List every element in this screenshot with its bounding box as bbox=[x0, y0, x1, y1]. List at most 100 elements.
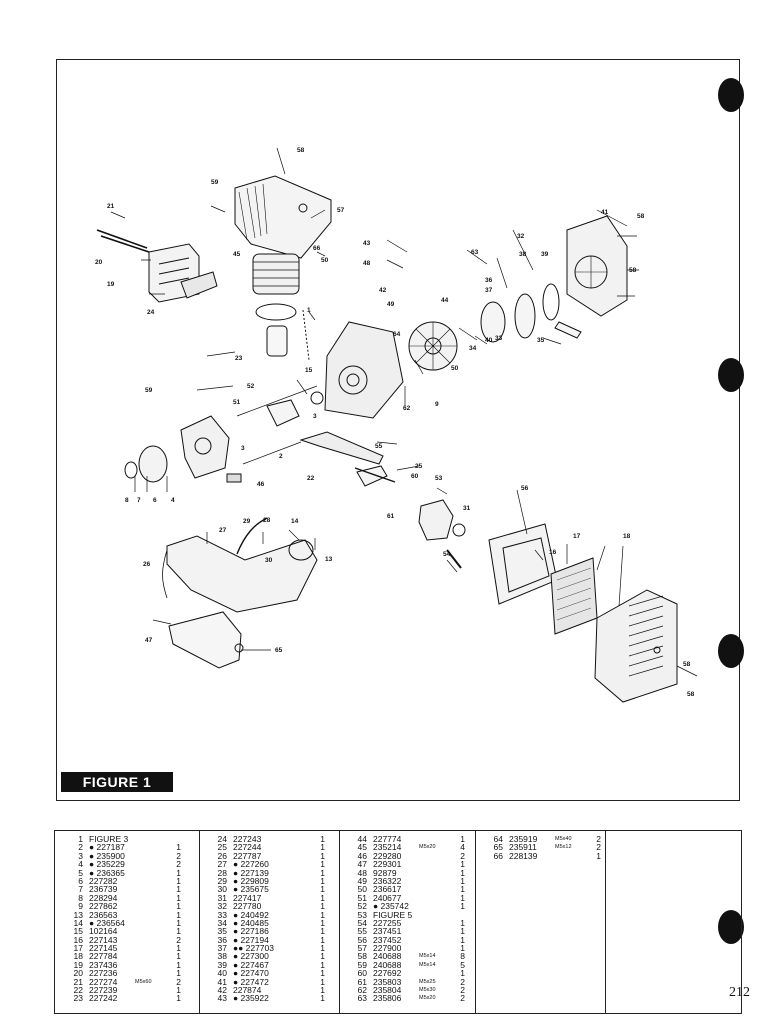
ref-number: 21 bbox=[73, 976, 83, 987]
quantity: 1 bbox=[320, 884, 325, 895]
ref-number: 19 bbox=[73, 959, 83, 970]
part-number: 227784 bbox=[89, 951, 118, 962]
starter-housing-part bbox=[480, 215, 628, 343]
part-number: 235919 bbox=[509, 834, 538, 844]
ref-number: 20 bbox=[73, 968, 83, 979]
ref-number: 35 bbox=[217, 926, 227, 937]
quantity: 1 bbox=[320, 850, 325, 861]
ref-number: 14 bbox=[73, 917, 83, 928]
muffler-part bbox=[594, 589, 678, 703]
callout-number: 56 bbox=[521, 485, 529, 492]
ref-number: 43 bbox=[217, 993, 227, 1004]
ref-number: 63 bbox=[357, 993, 367, 1004]
ref-number: 41 bbox=[217, 976, 227, 987]
callout-number: 26 bbox=[143, 561, 151, 568]
quantity: 1 bbox=[176, 959, 181, 970]
ref-number: 55 bbox=[357, 926, 367, 937]
ref-number: 1 bbox=[78, 834, 83, 844]
quantity: 8 bbox=[460, 951, 465, 962]
callout-number: 15 bbox=[305, 367, 313, 374]
part-number: 236322 bbox=[373, 875, 402, 886]
size-spec: M5x14 bbox=[419, 961, 436, 968]
quantity: 1 bbox=[320, 985, 325, 996]
callout-number: 19 bbox=[107, 281, 115, 288]
quantity: 1 bbox=[460, 968, 465, 979]
flywheel-part bbox=[408, 321, 458, 371]
ref-number: 58 bbox=[357, 951, 367, 962]
column-separator bbox=[605, 831, 606, 1013]
part-number: 227780 bbox=[233, 901, 262, 912]
part-number: ● 227472 bbox=[233, 976, 269, 987]
part-number: 227244 bbox=[233, 842, 262, 853]
part-number: 240677 bbox=[373, 892, 402, 903]
callout-number: 37 bbox=[485, 287, 493, 294]
ref-number: 8 bbox=[78, 892, 83, 903]
quantity: 2 bbox=[176, 934, 181, 945]
part-number: 227242 bbox=[89, 993, 118, 1004]
filter-cover-part bbox=[96, 229, 218, 303]
quantity: 1 bbox=[320, 867, 325, 878]
quantity: 5 bbox=[460, 959, 465, 970]
part-number: FIGURE 5 bbox=[373, 909, 413, 920]
size-spec: M5x40 bbox=[555, 836, 572, 842]
ref-number: 49 bbox=[357, 875, 367, 886]
quantity: 1 bbox=[460, 859, 465, 870]
callout-number: 35 bbox=[537, 337, 545, 344]
quantity: 1 bbox=[320, 951, 325, 962]
quantity: 1 bbox=[460, 926, 465, 937]
callout-number: 50 bbox=[321, 257, 329, 264]
size-spec: M5x20 bbox=[419, 844, 436, 851]
quantity: 1 bbox=[460, 884, 465, 895]
binder-hole bbox=[718, 910, 744, 944]
callout-number: 54 bbox=[443, 551, 451, 558]
part-number: ● 240485 bbox=[233, 917, 269, 928]
ref-number: 15 bbox=[73, 926, 83, 937]
quantity: 1 bbox=[460, 901, 465, 912]
binder-hole bbox=[718, 358, 744, 392]
ref-number: 25 bbox=[217, 842, 227, 853]
callout-number: 14 bbox=[291, 518, 299, 525]
ref-number: 36 bbox=[217, 934, 227, 945]
callout-number: 38 bbox=[519, 251, 527, 258]
quantity: 2 bbox=[176, 976, 181, 987]
part-number: 227255 bbox=[373, 917, 402, 928]
part-number: ● 227467 bbox=[233, 959, 269, 970]
callout-number: 51 bbox=[233, 399, 241, 406]
quantity: 1 bbox=[176, 993, 181, 1004]
callout-number: 53 bbox=[435, 475, 443, 482]
column-separator bbox=[475, 831, 476, 1013]
ref-number: 39 bbox=[217, 959, 227, 970]
part-number: 227787 bbox=[233, 850, 262, 861]
crankcase-part bbox=[236, 321, 404, 427]
size-spec: M5x14 bbox=[419, 953, 436, 960]
callout-number: 43 bbox=[363, 240, 371, 247]
cylinder-part bbox=[252, 253, 310, 361]
part-number: 92879 bbox=[373, 867, 397, 878]
ref-number: 28 bbox=[217, 867, 227, 878]
ref-number: 31 bbox=[217, 892, 227, 903]
callout-number: 63 bbox=[471, 249, 479, 256]
ref-number: 4 bbox=[78, 859, 83, 870]
callout-number: 48 bbox=[363, 260, 371, 267]
part-number: 229280 bbox=[373, 850, 402, 861]
